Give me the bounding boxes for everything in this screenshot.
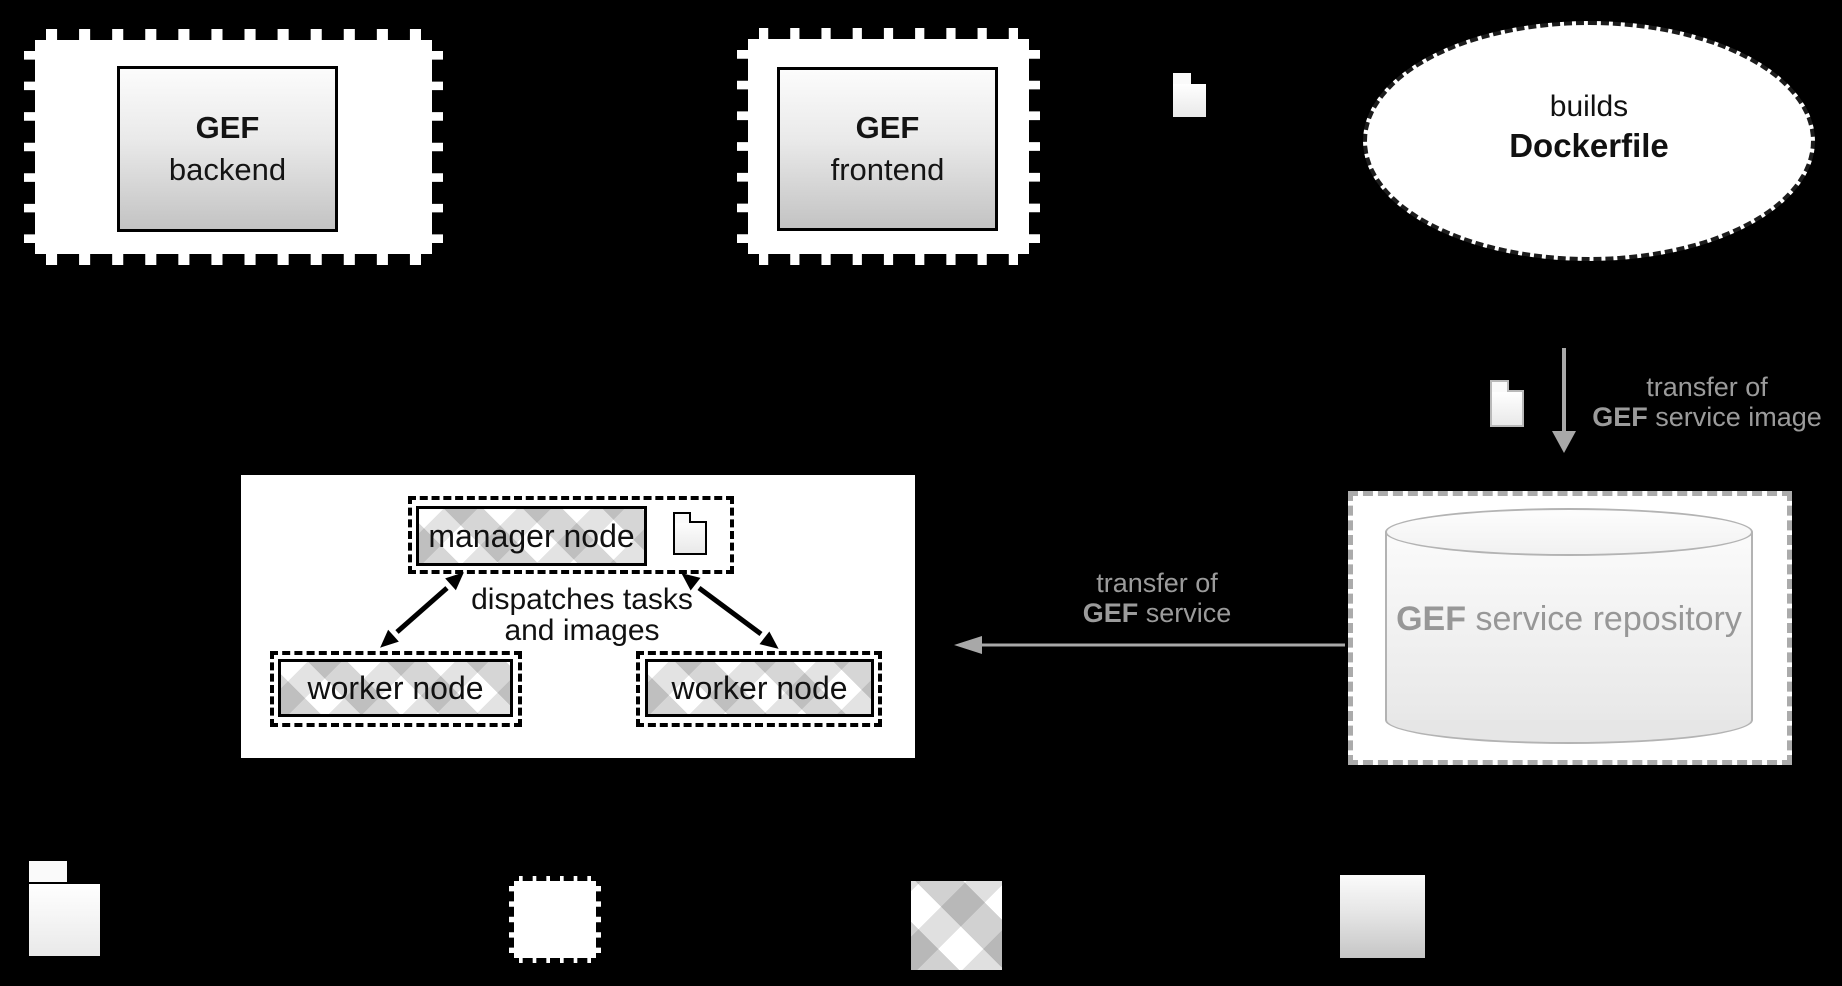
worker-node-right-label: worker node bbox=[671, 669, 848, 706]
transfer-service-line2: GEF service bbox=[1082, 598, 1232, 628]
gef-backend-title: GEF bbox=[195, 110, 260, 145]
component-gradient-swatch bbox=[1340, 875, 1425, 958]
file-icon bbox=[1173, 73, 1206, 117]
gef-frontend-title: GEF bbox=[855, 110, 920, 145]
database-cylinder-body bbox=[1385, 532, 1753, 720]
gef-frontend-subtitle: frontend bbox=[830, 152, 945, 187]
file-icon bbox=[29, 861, 100, 956]
cluster-pattern-swatch bbox=[911, 881, 1002, 970]
dashed-host-swatch bbox=[509, 876, 601, 963]
transfer-service-line1: transfer of bbox=[1096, 568, 1218, 598]
builds-dockerfile-ellipse: builds Dockerfile bbox=[1363, 21, 1815, 261]
manager-node: manager node bbox=[416, 506, 647, 566]
transfer-image-label: transfer of GEF service image bbox=[1592, 372, 1822, 432]
file-icon bbox=[672, 512, 707, 555]
gef-backend-component: GEF backend bbox=[117, 66, 338, 232]
builds-line: builds bbox=[1549, 90, 1629, 123]
worker-node-left: worker node bbox=[278, 659, 513, 717]
transfer-image-line2: GEF service image bbox=[1592, 402, 1822, 432]
transfer-image-line1: transfer of bbox=[1646, 372, 1768, 402]
dispatch-label: dispatches tasks and images bbox=[471, 583, 693, 647]
manager-node-label: manager node bbox=[428, 517, 635, 554]
file-icon bbox=[1490, 380, 1524, 427]
transfer-service-label: transfer of GEF service bbox=[1040, 568, 1274, 628]
worker-node-left-label: worker node bbox=[307, 669, 484, 706]
database-cylinder-top bbox=[1385, 508, 1753, 556]
gef-backend-subtitle: backend bbox=[168, 152, 287, 187]
builds-dockerfile-text: builds Dockerfile bbox=[1509, 88, 1669, 166]
left-arrow bbox=[954, 636, 1345, 654]
repository-label: GEF service repository bbox=[1396, 600, 1742, 638]
dockerfile-line: Dockerfile bbox=[1509, 127, 1669, 164]
worker-node-right: worker node bbox=[645, 659, 874, 717]
down-arrow bbox=[1552, 348, 1576, 453]
gef-frontend-component: GEF frontend bbox=[777, 67, 998, 231]
